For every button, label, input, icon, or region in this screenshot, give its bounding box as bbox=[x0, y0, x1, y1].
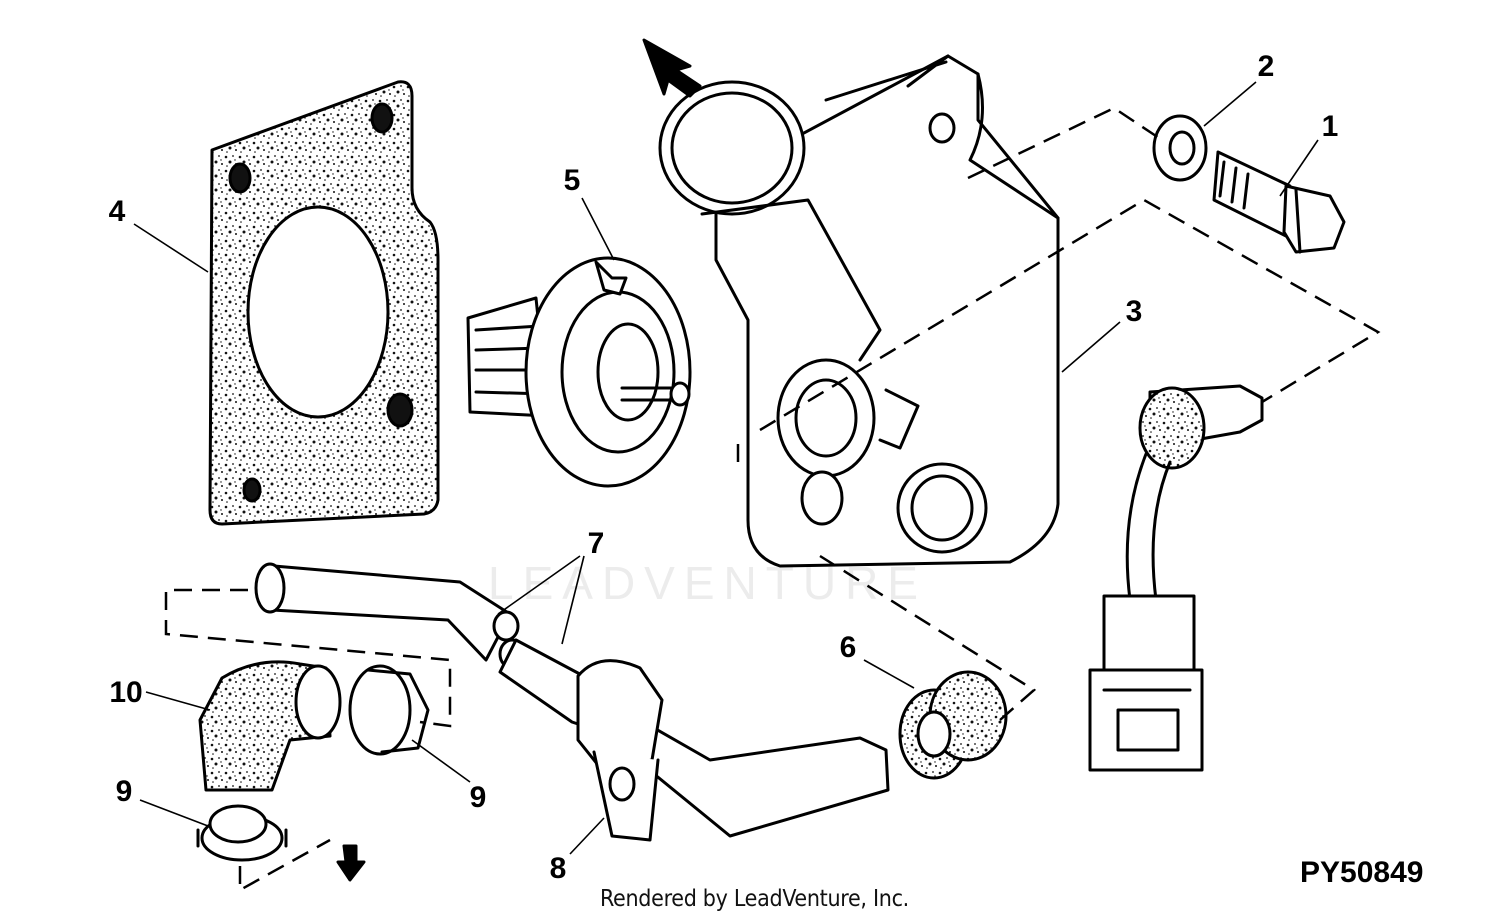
figure-id: PY50849 bbox=[1300, 856, 1424, 889]
callout-4: 4 bbox=[108, 195, 126, 228]
callout-7: 7 bbox=[587, 527, 605, 560]
callout-9-right: 9 bbox=[469, 781, 487, 814]
callout-9-lower: 9 bbox=[115, 775, 133, 808]
callout-10: 10 bbox=[109, 676, 143, 709]
elbow-hose-part bbox=[198, 660, 342, 792]
callout-5: 5 bbox=[563, 164, 581, 197]
coolant-out-arrow bbox=[336, 38, 702, 882]
render-credit: Rendered by LeadVenture, Inc. bbox=[600, 886, 909, 912]
thermostat-part bbox=[466, 256, 692, 488]
gasket-part bbox=[208, 80, 440, 526]
bolt-part bbox=[1212, 150, 1346, 254]
temperature-sender-part bbox=[1088, 384, 1264, 772]
hose-clamp-part bbox=[196, 664, 430, 862]
washer-part bbox=[1152, 114, 1208, 182]
callout-2: 2 bbox=[1257, 50, 1275, 83]
callout-1: 1 bbox=[1321, 110, 1339, 143]
callout-8: 8 bbox=[549, 852, 567, 885]
hose-clamp-bracket-part bbox=[576, 659, 664, 842]
fitting-part bbox=[898, 670, 1008, 780]
callout-3: 3 bbox=[1125, 295, 1143, 328]
callout-6: 6 bbox=[839, 631, 857, 664]
thermostat-housing-part bbox=[658, 54, 1060, 568]
